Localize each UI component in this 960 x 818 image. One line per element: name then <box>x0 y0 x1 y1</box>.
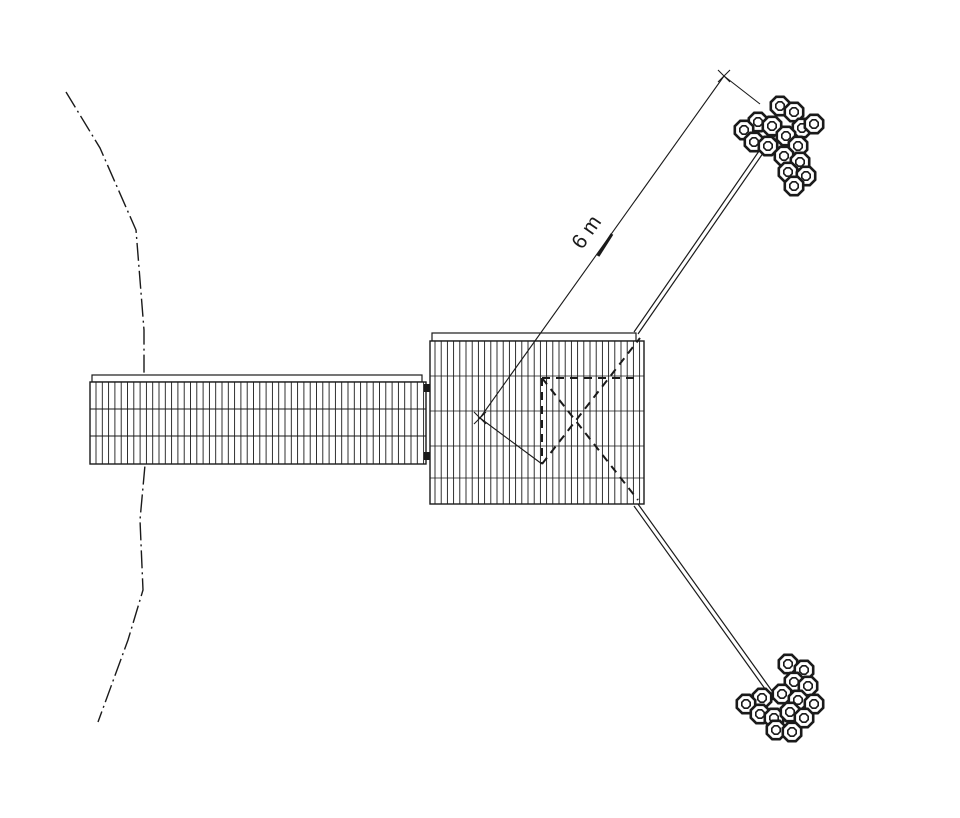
anchor-block-top <box>733 95 825 197</box>
gangway <box>89 374 430 465</box>
anchor-chain-top <box>633 127 780 335</box>
anchor-chain-bottom <box>633 503 778 701</box>
floating-dock <box>429 332 645 505</box>
anchor-block-bottom <box>735 653 825 743</box>
gangway-slats <box>95 382 425 464</box>
dimension-line <box>473 69 761 465</box>
dock-bracing <box>541 337 641 501</box>
dimension-label: 6 m <box>567 211 606 253</box>
